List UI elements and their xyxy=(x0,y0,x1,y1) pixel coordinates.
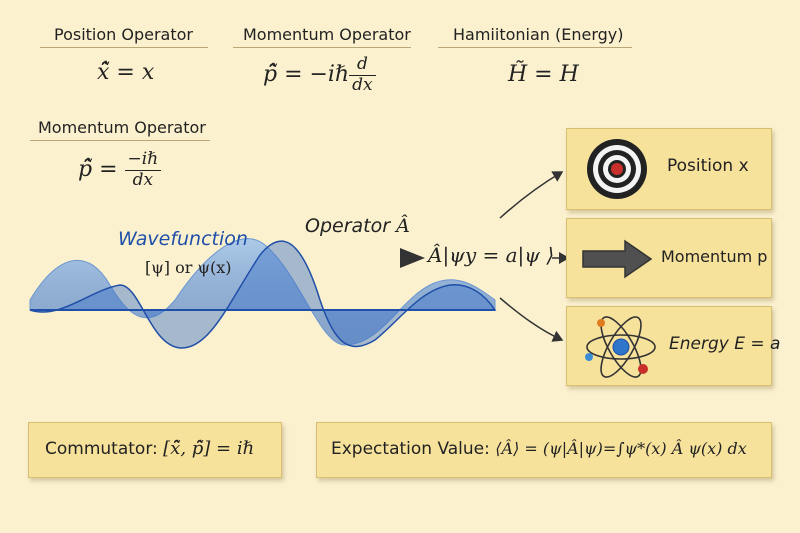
momentum-equation-lhs: p̃̂ = −iℏ xyxy=(263,62,350,88)
operator-label-text: Operator xyxy=(305,215,391,237)
outcome-energy-box: Energy E = a xyxy=(566,306,780,386)
expectation-math: ⟨Â⟩ = (ψ|Â|ψ)=∫ψ*(x) Â ψ(x) dx xyxy=(495,439,747,458)
header-hamiltonian: Hamiitonian (Energy) xyxy=(453,25,624,44)
momentum-left-lhs: p̃̂ = xyxy=(78,157,125,183)
fraction-numerator: d xyxy=(349,54,376,76)
position-equation: x̃̂ = x xyxy=(97,60,155,85)
wave-front-fill xyxy=(29,240,497,349)
header-divider xyxy=(30,140,210,141)
arrow-icon xyxy=(582,239,653,279)
commutator-box: Commutator: [x̃̂, p̃̂] = iℏ xyxy=(28,422,282,478)
header-momentum-operator-left: Momentum Operator xyxy=(38,118,206,137)
connector-to-position xyxy=(499,171,564,219)
target-icon xyxy=(587,139,647,199)
hamiltonian-equation: H̃ = H xyxy=(508,62,579,87)
header-position-operator: Position Operator xyxy=(54,25,193,44)
operator-symbol: Â xyxy=(396,215,410,237)
expectation-label: Expectation Value: xyxy=(331,439,490,459)
wave-back-fill xyxy=(29,238,496,346)
commutator-text: Commutator: [x̃̂, p̃̂] = iℏ xyxy=(45,438,254,459)
header-momentum-operator: Momentum Operator xyxy=(243,25,411,44)
outcome-momentum-box: Momentum p xyxy=(566,218,772,298)
wavefunction-plot xyxy=(29,238,497,349)
expectation-box: Expectation Value: ⟨Â⟩ = (ψ|Â|ψ)=∫ψ*(x… xyxy=(316,422,772,478)
fraction-denominator: dx xyxy=(132,169,154,190)
outcome-position-label: Position x xyxy=(667,156,749,176)
eigenvalue-equation: Â|ψy = a|ψ ⟩ xyxy=(428,243,555,267)
atom-icon xyxy=(585,316,656,378)
expectation-text: Expectation Value: ⟨Â⟩ = (ψ|Â|ψ)=∫ψ*(x… xyxy=(331,439,747,459)
header-divider xyxy=(40,47,208,48)
commutator-label: Commutator: xyxy=(45,439,158,459)
fraction-numerator: −iℏ xyxy=(124,149,162,171)
outcome-position-box: Position x xyxy=(566,128,772,210)
outcome-energy-label: Energy E = a xyxy=(669,334,781,354)
wavefunction-subtitle: [ψ] or ψ(x) xyxy=(145,258,232,277)
commutator-math: [x̃̂, p̃̂] = iℏ xyxy=(163,438,255,459)
operator-label: Operator Â xyxy=(305,215,410,237)
outcome-momentum-label: Momentum p xyxy=(661,247,768,266)
header-divider xyxy=(438,47,632,48)
header-divider xyxy=(233,47,411,48)
connector-to-energy xyxy=(499,297,564,342)
wavefunction-title: Wavefunction xyxy=(118,228,248,250)
fraction-denominator: dx xyxy=(352,74,373,95)
operator-arrow xyxy=(300,248,425,268)
